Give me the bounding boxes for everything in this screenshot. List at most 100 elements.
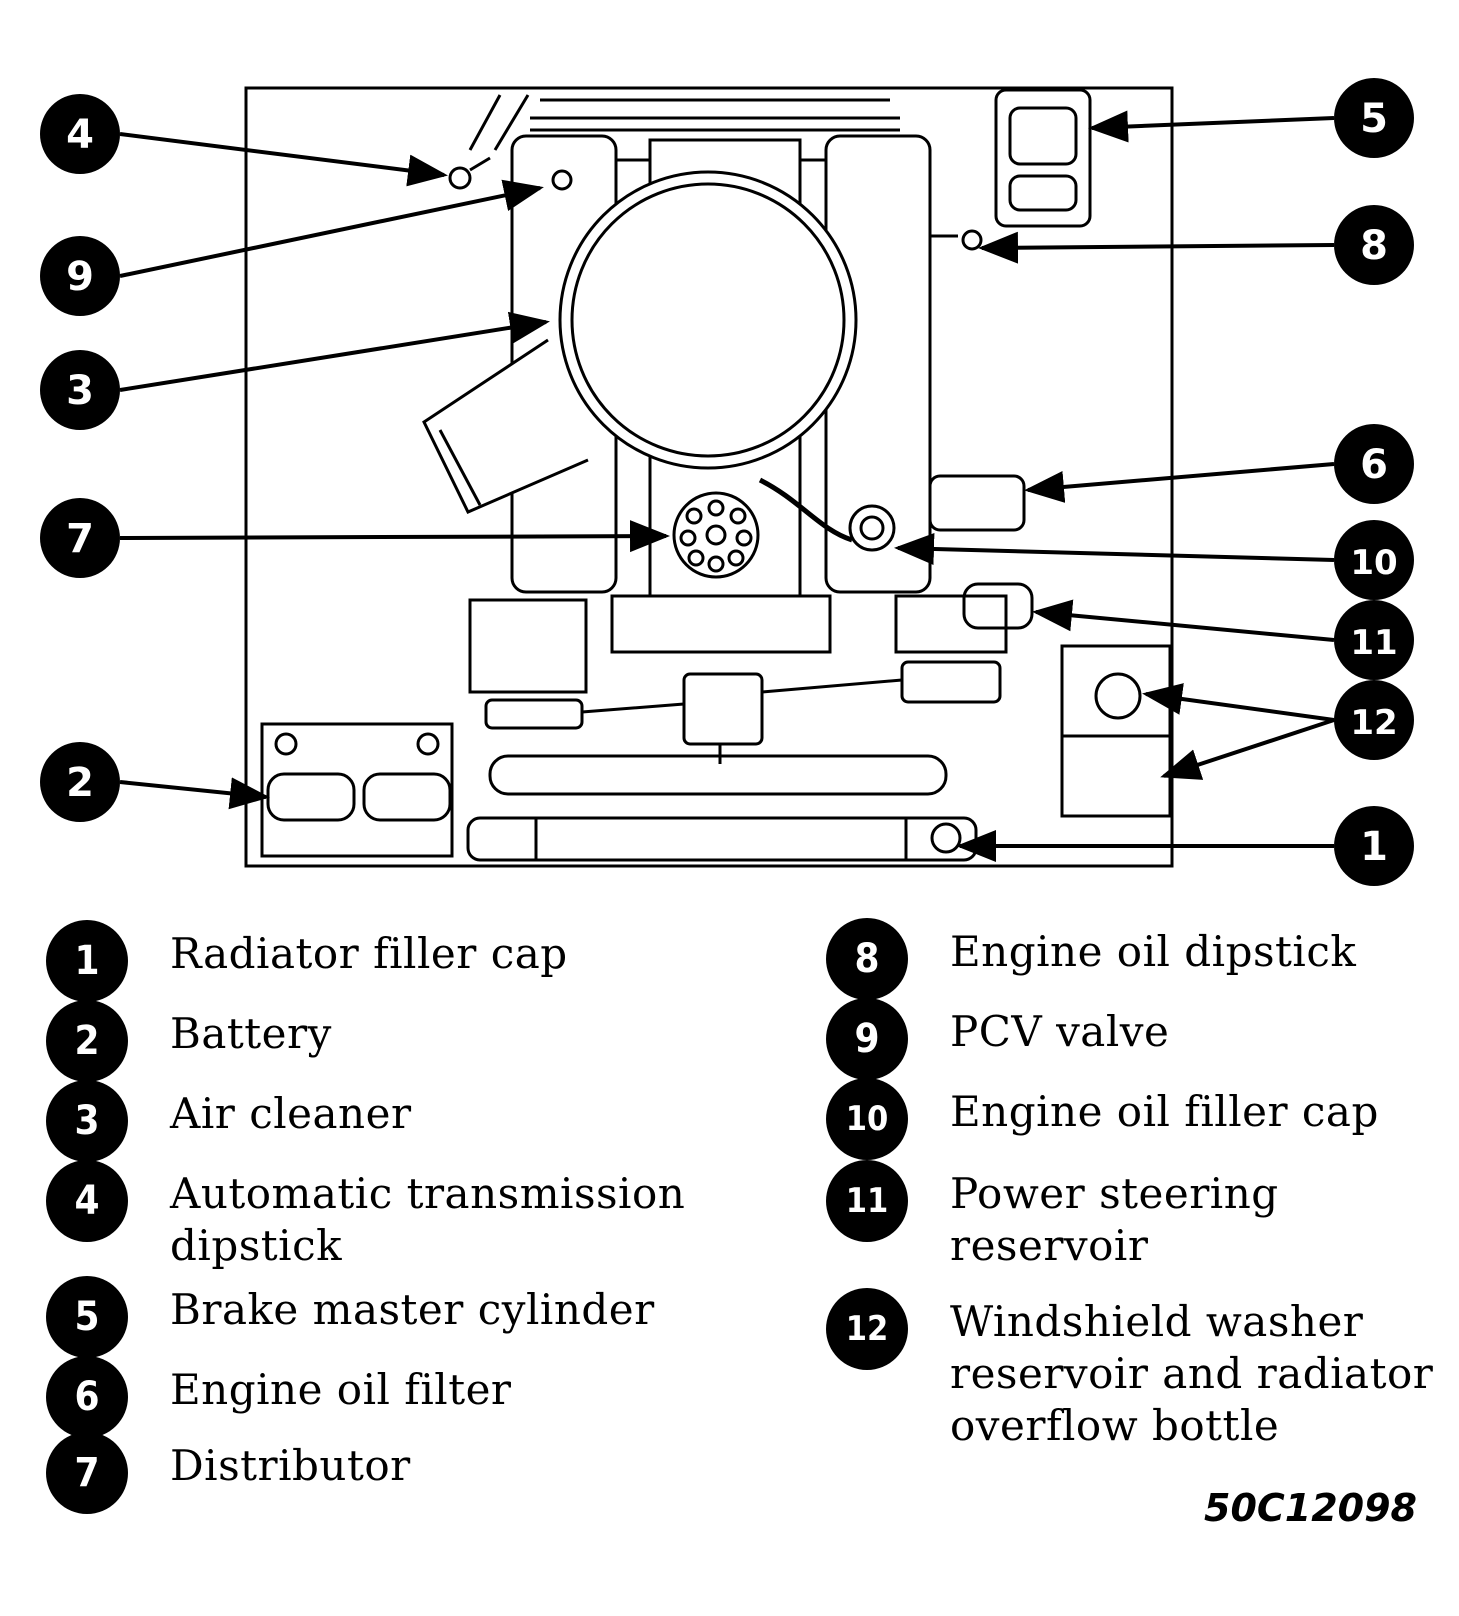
arrow-7 [119,520,670,553]
callout-number-6: 6 [1360,442,1388,488]
trans-dipstick-tube [468,94,530,151]
callout-circle-1 [1334,806,1414,886]
callout-circle-11 [1334,600,1414,680]
callout-circle-8 [1334,205,1414,285]
legend-item-8: 8 Engine oil dipstick [826,918,1356,1000]
legend-label: Brake master cylinder [170,1285,655,1334]
arrow-12b [1160,718,1335,780]
callout-circle-5 [1334,78,1414,158]
alternator [468,598,588,694]
legend-label: Distributor [170,1441,411,1490]
arrow-12a [1142,683,1335,722]
legend-number-badge: 4 [46,1160,128,1242]
washer-reservoir-shape [1060,644,1172,818]
pulley-left [484,698,584,730]
callout-5: 5 [1334,78,1414,158]
legend-number-badge: 3 [46,1080,128,1162]
legend-number-badge: 2 [46,1000,128,1082]
arrow-6 [1024,462,1335,503]
callout-circle-4 [40,94,120,174]
legend-label: Radiator filler cap [170,929,568,978]
air-cleaner-outer [558,170,858,470]
callout-circle-3 [40,350,120,430]
legend-label: Air cleaner [170,1089,412,1138]
legend-label: Engine oil filter [170,1365,512,1414]
legend-label: Engine oil dipstick [950,927,1357,976]
callout-circle-9 [40,236,120,316]
legend-number-badge: 7 [46,1432,128,1514]
pulley-right [900,660,1002,704]
callout-number-8: 8 [1360,223,1388,269]
callout-number-3: 3 [66,368,94,414]
legend-label: Battery [170,1009,332,1058]
callout-10: 10 [1334,520,1414,600]
legend-number-badge: 8 [826,918,908,1000]
oil-filter-shape [928,474,1026,532]
callout-circle-7 [40,498,120,578]
fan-blade [488,754,948,796]
air-snorkel [422,338,589,514]
air-cleaner-inner [570,182,846,458]
callout-circle-12 [1334,680,1414,760]
callout-circle-2 [40,742,120,822]
arrow-4 [119,132,448,187]
legend-number-badge: 1 [46,920,128,1002]
callout-number-10: 10 [1350,543,1397,583]
manifold-top [530,98,900,132]
arrow-9 [119,179,544,278]
pcv-valve-shape [551,169,573,191]
callout-7: 7 [40,498,120,578]
arrow-5 [1088,110,1335,143]
arrow-10 [894,532,1335,565]
callout-1: 1 [1334,806,1414,886]
callout-4: 4 [40,94,120,174]
arrow-8 [978,231,1335,264]
callout-12: 12 [1334,680,1414,760]
callout-3: 3 [40,350,120,430]
legend-number-badge: 9 [826,998,908,1080]
oil-filler-cap-shape [848,504,896,552]
distributor-shape [672,491,760,579]
callout-number-2: 2 [66,760,94,806]
callout-6: 6 [1334,424,1414,504]
legend-number-badge: 12 [826,1288,908,1370]
legend-label: PCV valve [950,1007,1170,1056]
arrow-2 [119,777,270,810]
callout-number-7: 7 [66,516,94,562]
figure-id: 50C12098 [1204,1486,1417,1530]
callout-number-11: 11 [1350,623,1397,663]
legend-item-7: 7 Distributor [46,1432,411,1514]
power-steering-shape [962,582,1034,630]
legend-number-badge: 11 [826,1160,908,1242]
master-cylinder-shape [994,88,1092,228]
legend-item-3: 3 Air cleaner [46,1080,412,1162]
callout-number-9: 9 [66,254,94,300]
arrow-3 [119,311,550,392]
battery-shape [260,722,454,858]
arrow-11 [1032,599,1335,642]
legend-number-badge: 5 [46,1276,128,1358]
leader-arrows [119,110,1335,862]
callout-11: 11 [1334,600,1414,680]
callout-8: 8 [1334,205,1414,285]
engine-drawing [244,86,1174,868]
legend-item-2: 2 Battery [46,1000,332,1082]
legend-item-5: 5 Brake master cylinder [46,1276,655,1358]
callout-circle-10 [1334,520,1414,600]
legend-label: Engine oil filler cap [950,1087,1379,1136]
legend-item-1: 1 Radiator filler cap [46,920,568,1002]
radiator-shape [466,816,978,862]
callout-number-4: 4 [66,112,94,158]
callout-number-12: 12 [1350,703,1397,743]
callout-9: 9 [40,236,120,316]
legend-item-9: 9 PCV valve [826,998,1169,1080]
